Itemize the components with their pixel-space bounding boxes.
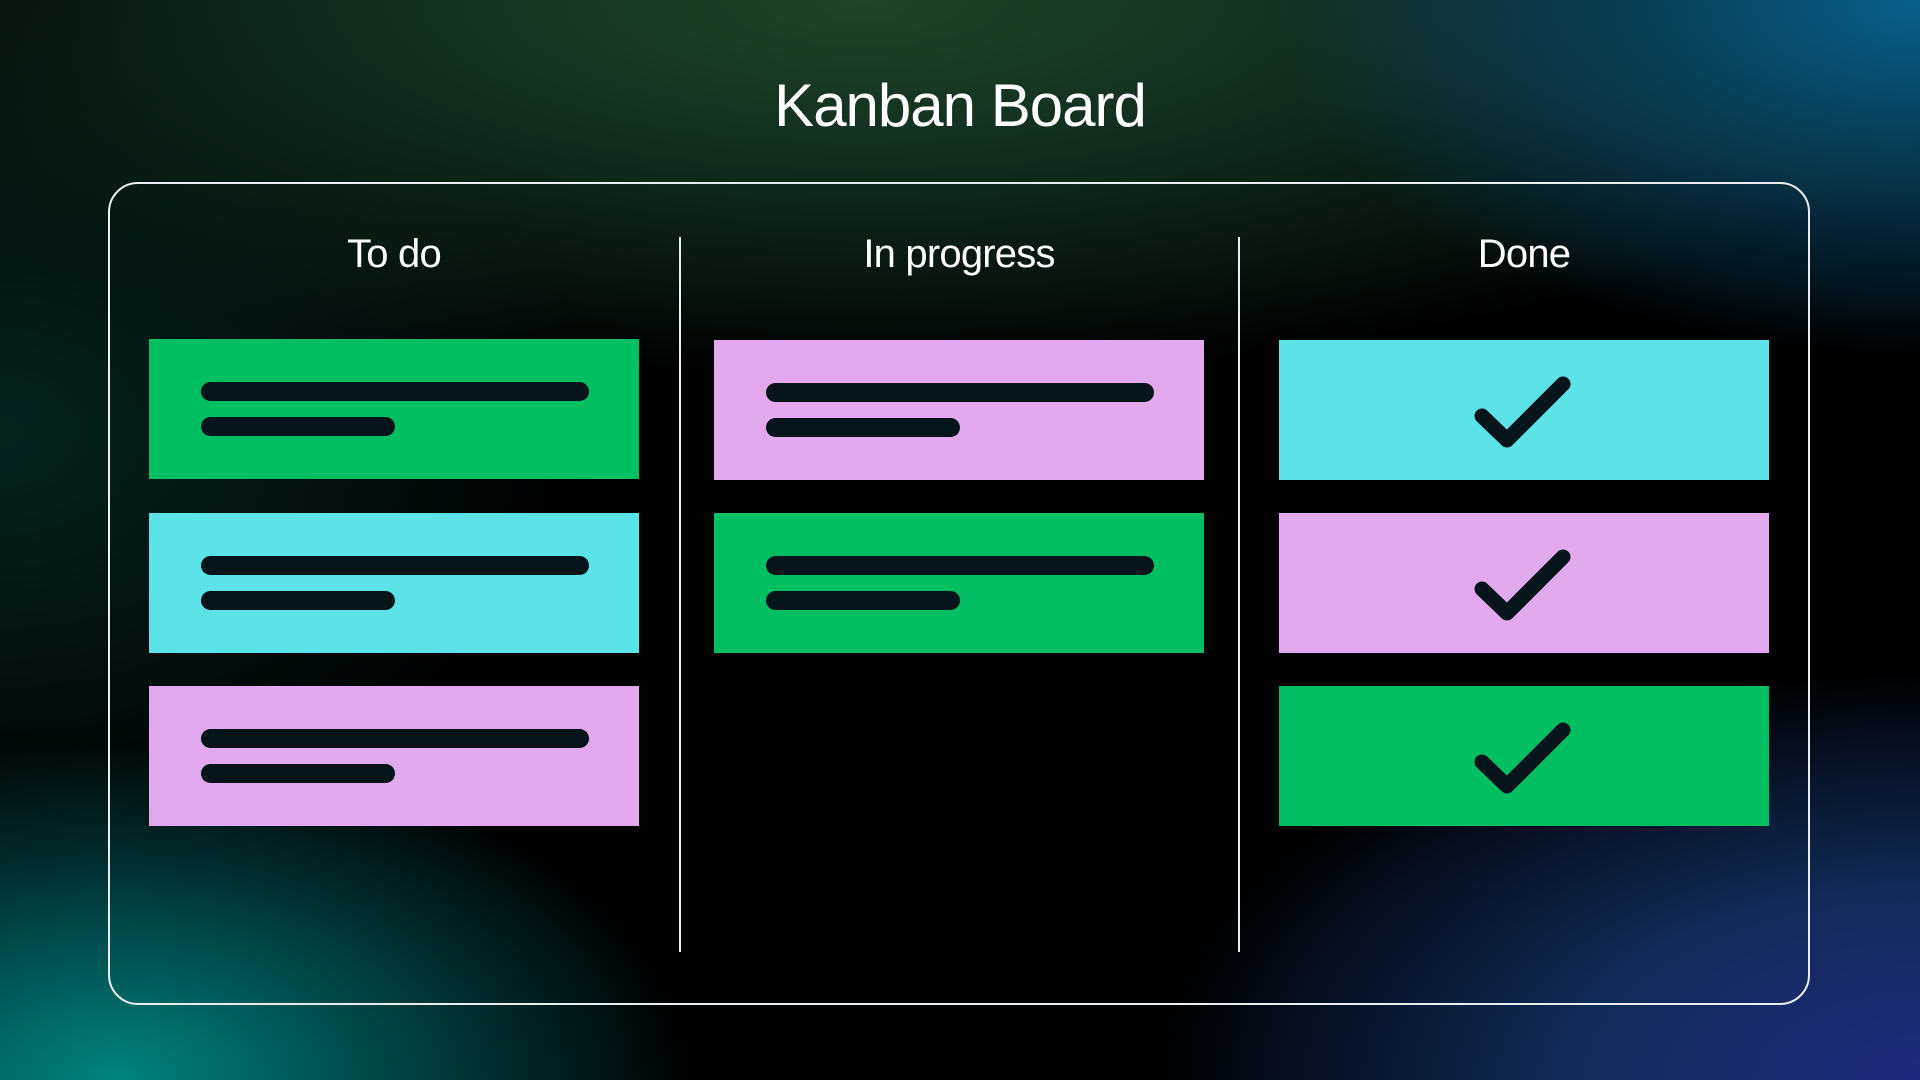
page-title: Kanban Board <box>774 72 1147 139</box>
text-placeholder-line <box>201 382 589 401</box>
done-card[interactable] <box>1279 686 1769 826</box>
task-card[interactable] <box>149 686 639 826</box>
text-placeholder-line <box>766 556 1154 575</box>
text-placeholder-line <box>201 556 589 575</box>
task-card[interactable] <box>149 339 639 479</box>
check-icon <box>1474 722 1571 794</box>
text-placeholder-line <box>201 417 395 436</box>
task-card[interactable] <box>714 513 1204 653</box>
text-placeholder-line <box>201 591 395 610</box>
column-divider <box>679 237 681 952</box>
check-icon <box>1474 376 1571 448</box>
text-placeholder-line <box>766 383 1154 402</box>
text-placeholder-line <box>201 729 589 748</box>
task-card[interactable] <box>714 340 1204 480</box>
text-placeholder-line <box>766 591 960 610</box>
done-card[interactable] <box>1279 340 1769 480</box>
task-card[interactable] <box>149 513 639 653</box>
check-icon <box>1474 549 1571 621</box>
column-divider <box>1238 237 1240 952</box>
text-placeholder-line <box>766 418 960 437</box>
done-card[interactable] <box>1279 513 1769 653</box>
column-header-done: Done <box>1477 232 1571 276</box>
column-header-in-progress: In progress <box>863 232 1055 276</box>
column-header-todo: To do <box>347 232 442 276</box>
kanban-board <box>108 182 1810 1005</box>
text-placeholder-line <box>201 764 395 783</box>
